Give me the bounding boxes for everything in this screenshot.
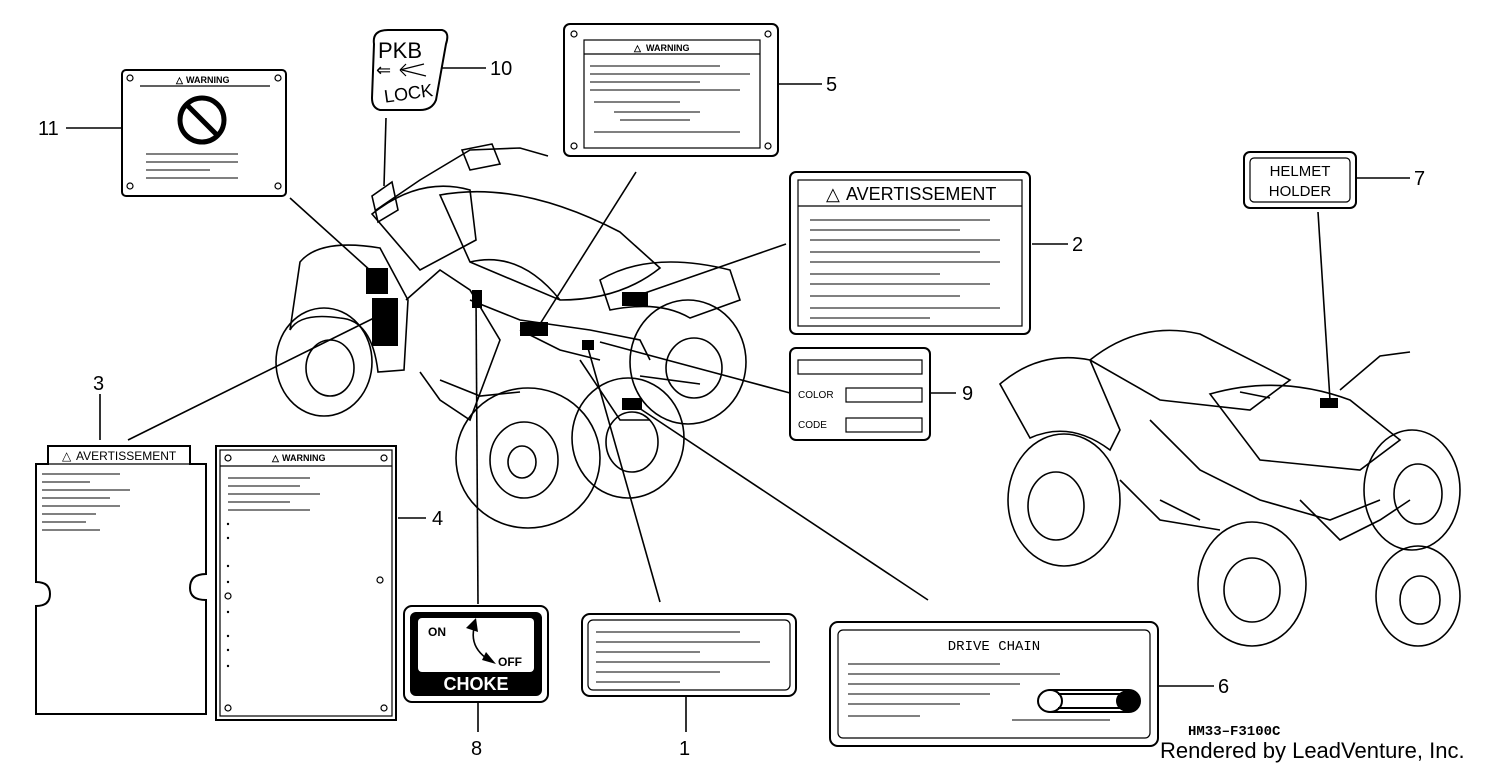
label-8-choke: ON OFF CHOKE — [403, 605, 549, 703]
callout-10: 10 — [490, 58, 512, 80]
label-11-warning-text: WARNING — [186, 75, 230, 85]
svg-text:△: △ — [271, 453, 280, 463]
callout-4: 4 — [432, 508, 443, 530]
svg-text:△: △ — [826, 184, 840, 204]
label-8-off-text: OFF — [498, 655, 522, 669]
label-4-warning-text: WARNING — [282, 453, 326, 463]
label-1-info — [581, 613, 797, 697]
label-8-choke-text: CHOKE — [443, 674, 508, 694]
label-2-avertissement: △ AVERTISSEMENT — [789, 171, 1031, 335]
render-credit: Rendered by LeadVenture, Inc. — [1160, 738, 1465, 763]
label-4-warning: △ WARNING — [215, 445, 397, 721]
callout-numbers: 11 10 5 2 7 9 3 4 6 8 1 — [38, 58, 1425, 760]
label-5-warning: △ WARNING — [563, 23, 779, 157]
diagram-code: HM33–F3100C — [1188, 724, 1281, 740]
label-10-pkb-text: PKB — [378, 38, 422, 63]
callout-2: 2 — [1072, 234, 1083, 256]
label-9-color-code: COLOR CODE — [789, 347, 931, 441]
callout-7: 7 — [1414, 168, 1425, 190]
callout-1: 1 — [679, 738, 690, 760]
label-6-drive-chain: DRIVE CHAIN — [829, 621, 1159, 747]
label-10-pkb-lock: PKB ⇐ LOCK — [370, 29, 449, 111]
label-8-on-text: ON — [428, 625, 446, 639]
callout-5: 5 — [826, 74, 837, 96]
label-9-color-text: COLOR — [798, 390, 834, 401]
label-6-drive-chain-text: DRIVE CHAIN — [948, 639, 1040, 655]
svg-text:△: △ — [633, 43, 642, 53]
svg-text:△: △ — [62, 449, 72, 463]
label-11-header: △ — [175, 75, 184, 85]
callout-8: 8 — [471, 738, 482, 760]
label-3-avertissement-text: AVERTISSEMENT — [76, 449, 177, 463]
label-7-helmet-holder: HELMET HOLDER — [1243, 151, 1357, 209]
atv-front-illustration — [275, 143, 747, 529]
label-5-warning-text: WARNING — [646, 43, 690, 53]
no-symbol-icon — [177, 95, 227, 145]
label-7-holder-text: HOLDER — [1269, 183, 1332, 200]
label-9-code-text: CODE — [798, 420, 827, 431]
choke-arrow-icon — [466, 618, 496, 664]
chain-adjuster-icon — [1037, 689, 1141, 713]
svg-text:⇐: ⇐ — [376, 60, 391, 80]
label-2-avertissement-text: AVERTISSEMENT — [846, 184, 996, 204]
label-7-helmet-text: HELMET — [1270, 163, 1331, 180]
arrow-left-icon: ⇐ — [376, 60, 427, 80]
callout-3: 3 — [93, 373, 104, 395]
leader-lines — [66, 67, 1410, 732]
label-11-warning-no-symbol: △ WARNING — [121, 69, 287, 197]
callout-6: 6 — [1218, 676, 1229, 698]
callout-11: 11 — [38, 118, 59, 140]
label-3-avertissement: △ AVERTISSEMENT — [35, 445, 207, 715]
callout-9: 9 — [962, 383, 973, 405]
atv-rear-illustration — [998, 329, 1461, 647]
